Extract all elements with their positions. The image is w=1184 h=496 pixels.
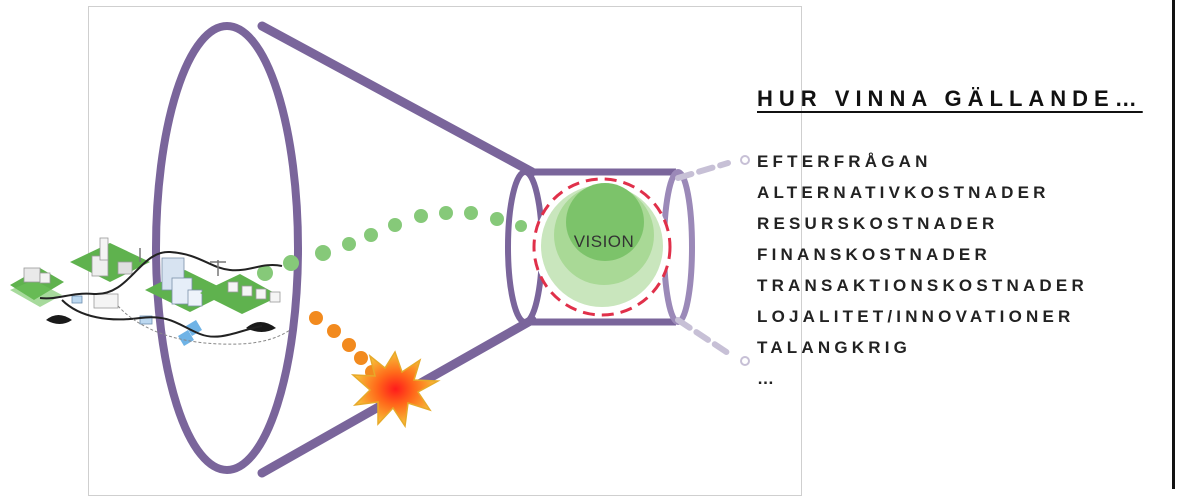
green-dot-path [257,206,527,281]
green-dot [283,255,299,271]
list-item: FINANSKOSTNADER [757,245,991,264]
list-item: RESURSKOSTNADER [757,214,999,233]
list-item: … [757,369,779,388]
green-dot [414,209,428,223]
vision-label: VISION [574,232,635,251]
list-item: EFTERFRÅGAN [757,152,932,171]
top-connector [675,160,731,181]
list-item: TRANSAKTIONSKOSTNADER [757,276,1088,295]
list-item: LOJALITET/INNOVATIONER [757,307,1075,326]
green-dot [388,218,402,232]
bottom-connector-end [740,356,750,366]
green-dot [257,265,273,281]
green-dot [515,220,527,232]
list-heading: HUR VINNA GÄLLANDE… [757,86,1143,111]
green-dot [364,228,378,242]
orange-dot [354,351,368,365]
orange-dot [309,311,323,325]
vision-node: VISION [532,177,672,317]
right-border-line [1172,0,1175,489]
green-dot [315,245,331,261]
list-item: ALTERNATIVKOSTNADER [757,183,1050,202]
green-dot [439,206,453,220]
city-network-icon [10,237,291,346]
funnel-top-edge [257,21,537,177]
orange-dot [342,338,356,352]
green-dot [342,237,356,251]
list-item: TALANGKRIG [757,338,912,357]
factor-list: EFTERFRÅGAN ALTERNATIVKOSTNADER RESURSKO… [757,152,1088,400]
green-dot [490,212,504,226]
green-dot [464,206,478,220]
bottom-connector [675,317,731,356]
orange-dot [327,324,341,338]
top-connector-end [740,155,750,165]
explosion-icon [350,350,441,429]
vision-inner-circle [566,183,644,261]
funnel-mouth [152,22,302,474]
list-connectors [675,155,750,366]
